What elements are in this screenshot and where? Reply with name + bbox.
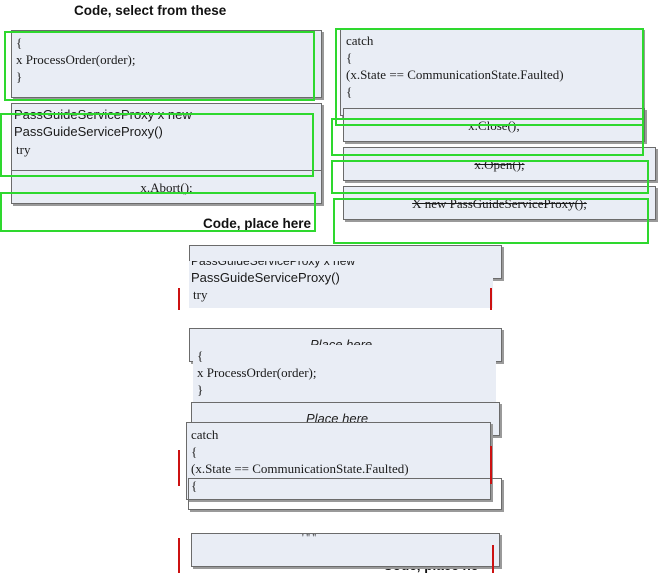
code-line: {	[16, 35, 23, 50]
source-block-new-proxy[interactable]: X new PassGuideServiceProxy();	[343, 186, 656, 220]
place-heading: Code, place here	[203, 216, 312, 231]
code-line: {	[191, 478, 198, 493]
target-slot-frame	[188, 478, 502, 510]
code-line: catch	[346, 33, 374, 48]
red-marker	[178, 288, 180, 310]
code-line: PassGuideServiceProxy()	[14, 124, 163, 139]
code-line: PassGuideServiceProxy()	[191, 270, 340, 285]
target-slot-6[interactable]: ' '' ''	[191, 533, 500, 567]
target-slot-5[interactable]: catch { (x.State == CommunicationState.F…	[186, 422, 491, 500]
red-marker	[490, 446, 492, 484]
code-line: {	[346, 50, 353, 65]
source-block-close[interactable]: x.Close();	[343, 108, 645, 142]
source-block-catch[interactable]: catch { (x.State == CommunicationState.F…	[340, 28, 643, 116]
code-line: PassGuideServiceProxy x new	[191, 261, 356, 268]
select-heading: Code, select from these	[74, 3, 227, 18]
code-line: {	[191, 444, 198, 459]
code-line: PassGuideServiceProxy x new	[14, 107, 192, 122]
code-line: }	[197, 382, 204, 397]
red-marker	[490, 288, 492, 310]
source-block-open[interactable]: x.Open();	[343, 147, 656, 181]
target-slot-3[interactable]: { x ProcessOrder(order); }	[193, 345, 496, 403]
red-marker	[492, 545, 494, 573]
code-line: try	[193, 287, 208, 302]
code-line: {	[346, 84, 353, 99]
source-block-proxy-new[interactable]: PassGuideServiceProxy x new PassGuideSer…	[11, 103, 322, 173]
red-marker	[178, 450, 180, 486]
target-slot-1[interactable]: PassGuideServiceProxy x new PassGuideSer…	[189, 261, 493, 308]
source-block-abort[interactable]: x.Abort();	[11, 170, 322, 204]
code-line: x ProcessOrder(order);	[16, 52, 136, 67]
source-block-process-order[interactable]: { x ProcessOrder(order); }	[11, 30, 322, 98]
code-line: catch	[191, 427, 219, 442]
code-line: x ProcessOrder(order);	[197, 365, 317, 380]
code-line: x.Open();	[474, 157, 525, 172]
code-line: {	[197, 348, 204, 363]
code-line: (x.State == CommunicationState.Faulted)	[346, 67, 564, 82]
red-marker	[178, 538, 180, 573]
code-line: X new PassGuideServiceProxy();	[412, 196, 587, 211]
code-line: x.Close();	[468, 118, 520, 133]
code-line: ' '' ''	[302, 533, 317, 544]
code-line: (x.State == CommunicationState.Faulted)	[191, 461, 409, 476]
code-line: try	[16, 142, 31, 157]
code-line: }	[16, 69, 23, 84]
code-line: x.Abort();	[140, 180, 193, 195]
